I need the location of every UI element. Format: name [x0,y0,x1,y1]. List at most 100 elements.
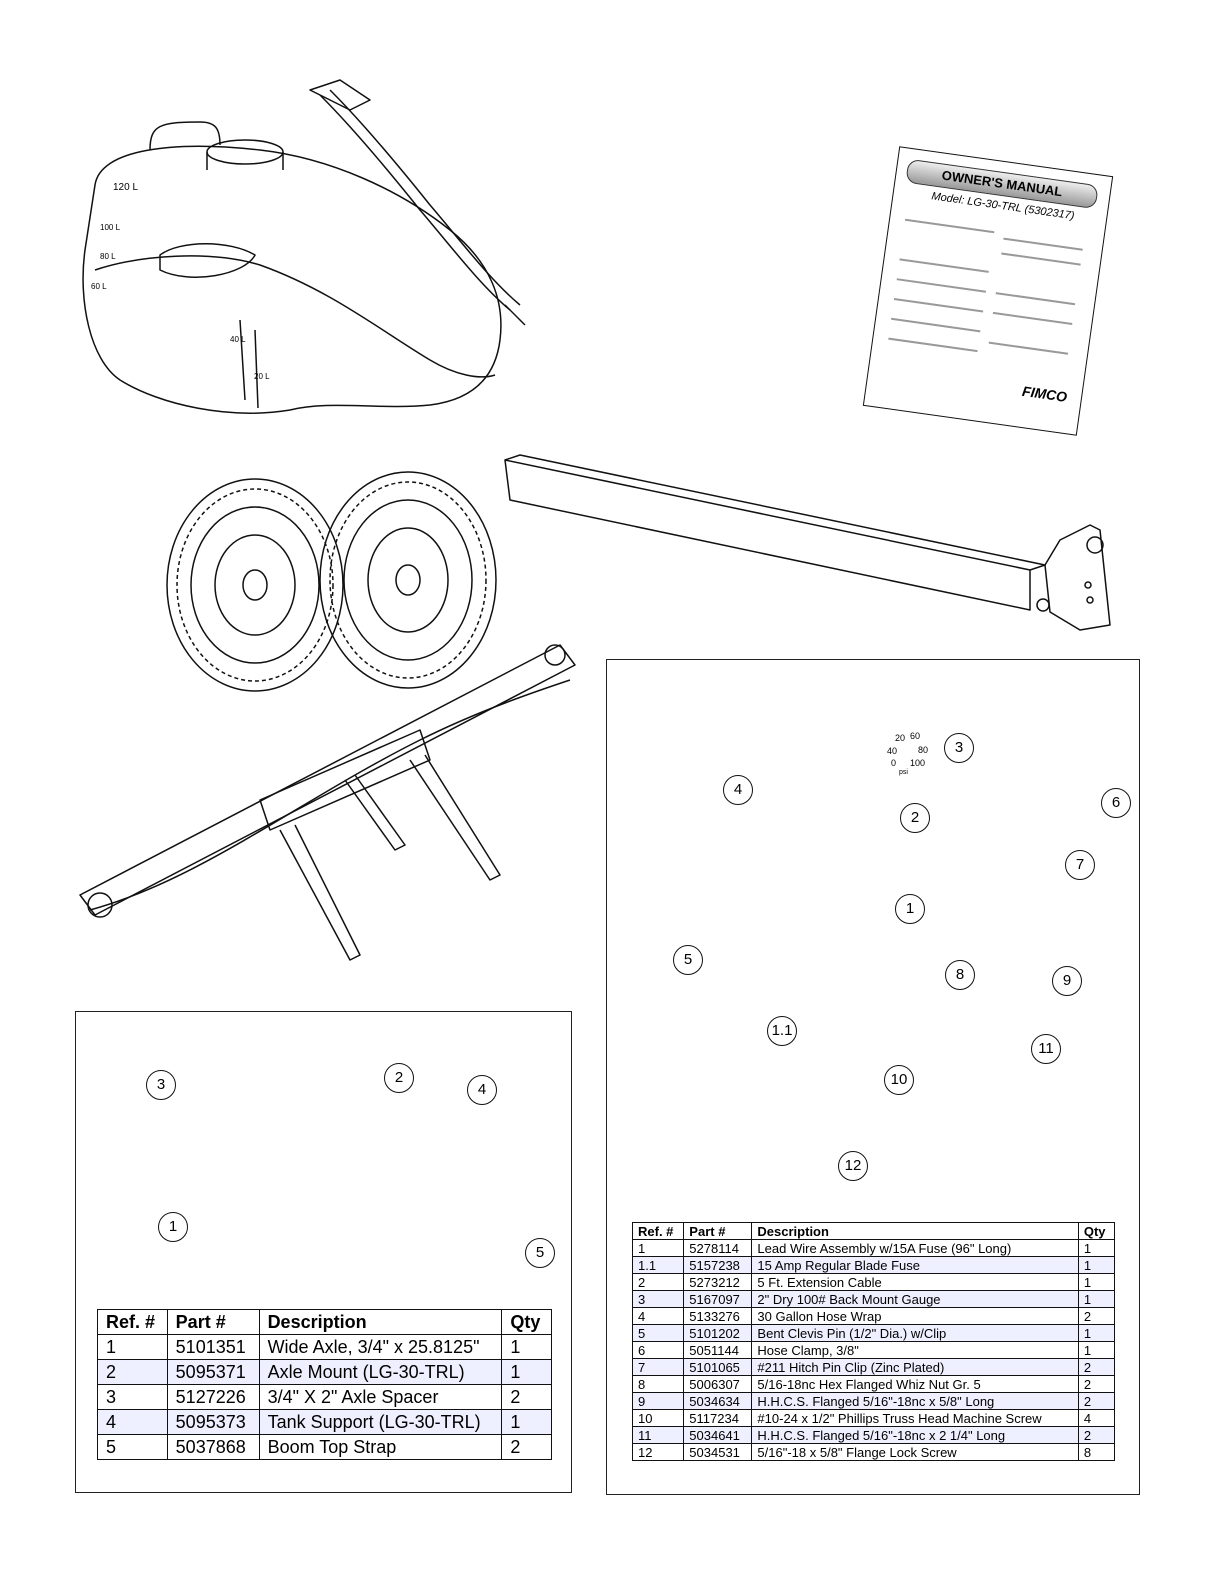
callout-4: 4 [467,1075,497,1105]
cell-description: #211 Hitch Pin Clip (Zinc Plated) [751,1358,1079,1376]
cell-qty: 1 [1077,1341,1116,1359]
cell-qty: 2 [1077,1358,1116,1376]
cell-qty: 1 [1077,1324,1116,1342]
cell-description: 5 Ft. Extension Cable [751,1273,1079,1291]
callout-5: 5 [673,945,703,975]
cell-part: 5034531 [683,1443,753,1461]
cell-ref: 9 [631,1392,685,1410]
cell-ref: 5 [97,1434,168,1460]
cell-description: Wide Axle, 3/4" x 25.8125" [258,1334,503,1360]
cell-ref: 10 [631,1409,685,1427]
callout-7: 7 [1065,850,1095,880]
cell-description: 30 Gallon Hose Wrap [751,1307,1079,1325]
header-description: Description [258,1309,503,1335]
gauge-label-100: 100 [910,758,926,768]
tank-mark-60: 60 L [91,282,107,291]
table-row: 4 5095373 Tank Support (LG-30-TRL) 1 [97,1409,552,1435]
cell-ref: 1 [631,1239,685,1257]
header-qty: Qty [501,1309,552,1335]
cell-part: 5101351 [166,1334,260,1360]
callout-5: 5 [525,1238,555,1268]
cell-part: 5101202 [683,1324,753,1342]
gauge-label-psi: psi [899,769,908,776]
cell-ref: 1 [97,1334,168,1360]
callout-11: 11 [1031,1034,1061,1064]
cell-part: 5117234 [683,1409,753,1427]
cell-description: H.H.C.S. Flanged 5/16"-18nc x 5/8" Long [751,1392,1079,1410]
tank-mark-100: 100 L [100,223,121,232]
cell-qty: 2 [501,1384,552,1410]
cell-qty: 1 [1077,1256,1116,1274]
cell-description: Tank Support (LG-30-TRL) [258,1409,503,1435]
cell-part: 5037868 [166,1434,260,1460]
cell-part: 5273212 [683,1273,753,1291]
header-qty: Qty [1077,1222,1116,1240]
table-header-row: Ref. # Part # Description Qty [97,1309,552,1335]
callout-3: 3 [146,1070,176,1100]
gauge-label-0: 0 [891,758,897,768]
tank-mark-40: 40 L [230,335,246,344]
gauge-label-40: 40 [887,746,898,756]
cell-part: 5101065 [683,1358,753,1376]
gauge-label-60: 60 [910,731,921,741]
cell-ref: 1.1 [631,1256,685,1274]
cell-ref: 4 [631,1307,685,1325]
callout-2: 2 [384,1063,414,1093]
cell-part: 5278114 [683,1239,753,1257]
cell-description: 5/16"-18 x 5/8" Flange Lock Screw [751,1443,1079,1461]
cell-part: 5133276 [683,1307,753,1325]
cell-qty: 1 [1077,1290,1116,1308]
cell-part: 5095373 [166,1409,260,1435]
trailer-frame-illustration [79,644,576,961]
cell-qty: 1 [501,1359,552,1385]
cell-ref: 2 [97,1359,168,1385]
spray-tank-illustration [82,79,526,414]
callout-3: 3 [944,733,974,763]
header-description: Description [751,1222,1079,1240]
cell-description: Hose Clamp, 3/8" [751,1341,1079,1359]
cell-description: Boom Top Strap [258,1434,503,1460]
callout-10: 10 [884,1065,914,1095]
axle-parts-table: Ref. # Part # Description Qty 1 5101351 … [97,1309,552,1460]
gauge-label-80: 80 [918,745,929,755]
cell-part: 5157238 [683,1256,753,1274]
cell-ref: 7 [631,1358,685,1376]
cell-ref: 6 [631,1341,685,1359]
boom-bar-illustration [504,454,1111,631]
callout-12: 12 [838,1151,868,1181]
cell-ref: 8 [631,1375,685,1393]
callout-4: 4 [723,775,753,805]
cell-qty: 4 [1077,1409,1116,1427]
table-header-row: Ref. # Part # Description Qty [631,1222,1116,1240]
cell-part: 5167097 [683,1290,753,1308]
table-row: 1 5101351 Wide Axle, 3/4" x 25.8125" 1 [97,1334,552,1360]
cell-description: Bent Clevis Pin (1/2" Dia.) w/Clip [751,1324,1079,1342]
cell-qty: 1 [501,1334,552,1360]
callout-2: 2 [900,803,930,833]
callout-6: 6 [1101,788,1131,818]
tank-mark-120: 120 L [113,182,139,193]
header-ref: Ref. # [97,1309,168,1335]
cell-qty: 2 [1077,1375,1116,1393]
cell-part: 5034641 [683,1426,753,1444]
callout-1: 1 [895,894,925,924]
cell-description: 3/4" X 2" Axle Spacer [258,1384,503,1410]
cell-ref: 11 [631,1426,685,1444]
cell-qty: 1 [1077,1273,1116,1291]
cell-description: H.H.C.S. Flanged 5/16"-18nc x 2 1/4" Lon… [751,1426,1079,1444]
cell-ref: 2 [631,1273,685,1291]
cell-qty: 8 [1077,1443,1116,1461]
cell-qty: 2 [501,1434,552,1460]
cell-qty: 2 [1077,1392,1116,1410]
table-row: 3 5127226 3/4" X 2" Axle Spacer 2 [97,1384,552,1410]
